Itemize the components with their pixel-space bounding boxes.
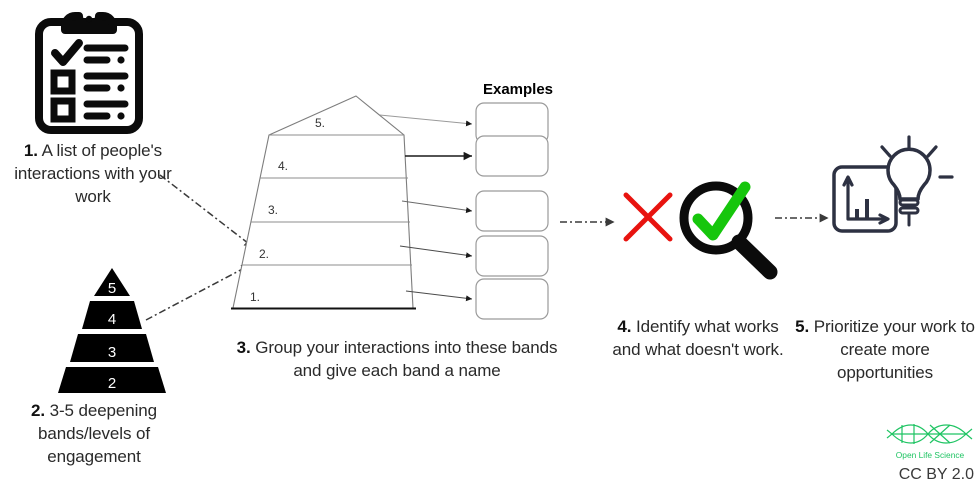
step-3-text: Group your interactions into these bands… [255,338,558,380]
engagement-pyramid-diagram: 5. 4. 3. 2. 1. [231,95,549,320]
step-4-caption: 4. Identify what works and what doesn't … [604,316,792,362]
examples-header: Examples [482,81,554,98]
lightbulb-rays-icon [880,135,954,179]
pyramid-icon-level-2: 2 [108,375,116,392]
step-2-text: 3-5 deepening bands/levels of engagement [38,401,158,466]
pyramid-icon-level-4: 4 [108,311,116,328]
magnifier-icon [679,181,778,280]
leader-line-band-3 [401,200,473,214]
example-box-2[interactable] [475,235,549,277]
red-cross-icon [623,192,673,242]
leader-line-band-1 [405,290,473,302]
step-1-number: 1. [23,141,38,160]
open-life-science-logo: Open Life Science [886,424,973,460]
step-5-text: Prioritize your work to create more oppo… [813,317,975,382]
example-box-4[interactable] [475,135,549,177]
example-box-3[interactable] [475,190,549,232]
chart-panel-icon [832,165,898,233]
step-1-text: A list of people's interactions with you… [14,141,172,206]
step-5-number: 5. [795,317,810,336]
step-3-number: 3. [236,338,251,357]
step-3-caption: 3. Group your interactions into these ba… [222,337,572,383]
black-pyramid-levels-icon: 5 4 3 2 [58,268,166,393]
lightbulb-chart-icon [832,135,954,233]
pyramid-icon-level-5: 5 [108,280,116,297]
pyramid-band-label-4: 4. [278,159,288,173]
step-4-text: Identify what works and what doesn't wor… [612,317,784,359]
lightbulb-icon [886,147,932,201]
leader-line-band-2 [399,245,473,259]
pyramid-band-label-1: 1. [250,290,260,304]
example-box-1[interactable] [475,278,549,320]
step-4-number: 4. [617,317,632,336]
pyramid-band-label-2: 2. [259,247,269,261]
step-1-caption: 1. A list of people's interactions with … [0,140,186,209]
magnifier-check-cross-icon [623,181,778,280]
pyramid-icon-level-3: 3 [108,344,116,361]
open-life-science-logo-text: Open Life Science [896,450,965,460]
step-2-number: 2. [30,401,45,420]
clipboard-checklist-icon [35,12,143,134]
leader-line-band-5 [379,114,473,127]
step-2-caption: 2. 3-5 deepening bands/levels of engagem… [0,400,188,469]
step-5-caption: 5. Prioritize your work to create more o… [790,316,977,385]
pyramid-band-label-3: 3. [268,203,278,217]
green-check-icon [692,181,751,241]
pyramid-band-label-5: 5. [315,116,325,130]
license-text: CC BY 2.0 [898,466,974,483]
